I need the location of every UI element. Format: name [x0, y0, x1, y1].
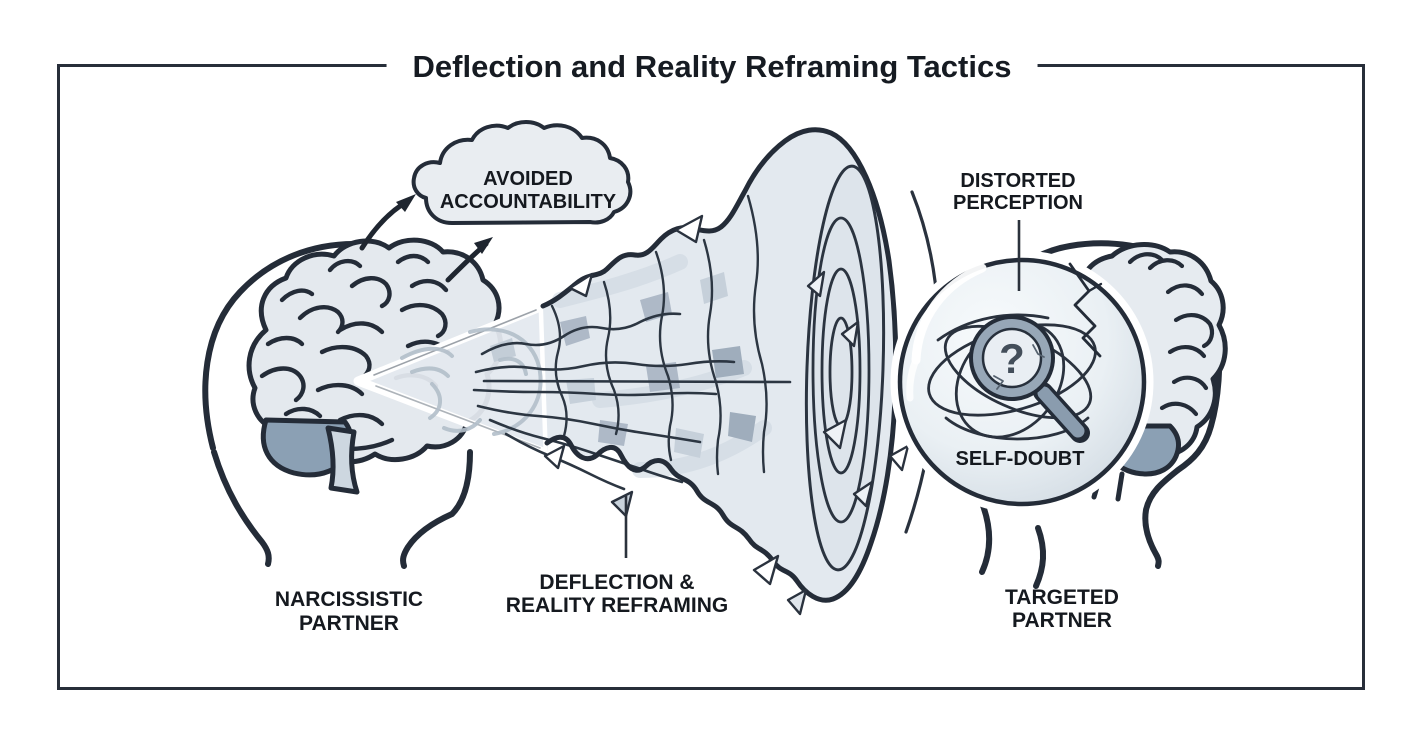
brain-gyri — [1127, 252, 1215, 417]
bubble-halo — [890, 250, 1154, 514]
magnifier-icon: ? — [969, 315, 1090, 443]
left-partner-line1: NARCISSISTIC — [274, 588, 424, 611]
cone-tip-edge-top — [373, 309, 537, 376]
cone-grid-crosslines — [550, 194, 768, 476]
distorted-line2: PERCEPTION — [952, 192, 1084, 214]
cone-flow-lines — [472, 312, 792, 491]
right-neck-front — [977, 495, 993, 575]
brainstem — [325, 425, 360, 495]
lens-crack-1 — [993, 375, 1004, 390]
cloud-label-line2: ACCOUNTABILITY — [439, 191, 617, 213]
right-neck-front-2 — [1033, 525, 1046, 589]
ghost-face — [400, 327, 543, 436]
distortion-cone-icon — [353, 127, 940, 616]
crack-line — [1068, 262, 1102, 358]
distorted-perception-label: DISTORTED PERCEPTION — [953, 170, 1083, 214]
lens-crack-2 — [1032, 344, 1045, 358]
center-label: DEFLECTION & REALITY REFRAMING — [506, 571, 728, 617]
question-mark: ? — [999, 335, 1025, 382]
left-neck-back — [211, 449, 272, 567]
perception-bubble-icon: ? — [890, 250, 1154, 514]
left-partner-line2: PARTNER — [299, 612, 399, 635]
page-title: Deflection and Reality Reframing Tactics — [386, 48, 1038, 85]
right-partner-label: TARGETED PARTNER — [1005, 586, 1119, 632]
crack-branch — [1087, 282, 1103, 293]
curved-arrow-icon — [359, 194, 493, 283]
magnifier-lens — [981, 327, 1043, 389]
magnifier-handle — [1037, 386, 1085, 438]
right-partner-line1: TARGETED — [1005, 586, 1119, 609]
right-partner-line2: PARTNER — [1012, 609, 1112, 632]
bell-rings — [811, 216, 871, 524]
cloud-label-line1: AVOIDED — [483, 168, 573, 190]
bell-inner-rim — [804, 164, 886, 572]
left-neck-front — [400, 449, 473, 569]
left-partner-label: NARCISSISTIC PARTNER — [275, 588, 423, 636]
cloud-label: AVOIDED ACCOUNTABILITY — [440, 168, 616, 214]
bubble-highlight — [911, 263, 987, 365]
center-label-line2: REALITY REFRAMING — [505, 594, 729, 617]
cone-outline — [540, 127, 899, 603]
self-doubt-label: SELF-DOUBT — [956, 448, 1085, 470]
distorted-line1: DISTORTED — [960, 170, 1076, 192]
self-doubt-text: SELF-DOUBT — [955, 448, 1085, 470]
center-label-line1: DEFLECTION & — [539, 571, 695, 594]
brainstem-line-2 — [1115, 471, 1125, 502]
thought-cloud-icon — [411, 120, 633, 225]
bubble-highlight-2 — [906, 356, 920, 402]
